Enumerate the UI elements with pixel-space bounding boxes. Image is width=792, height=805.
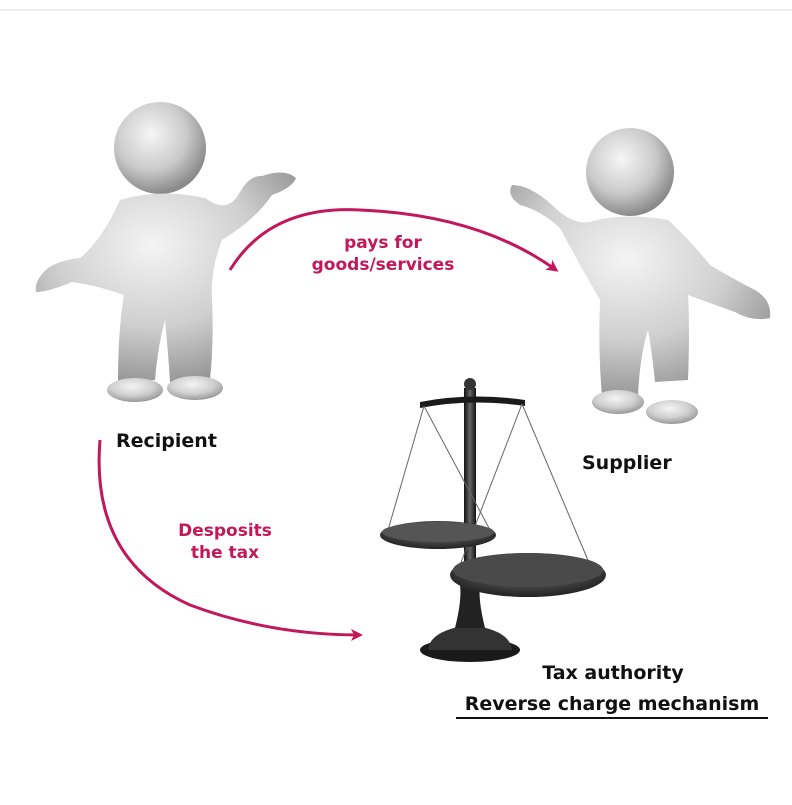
deposit-arrow: [97, 439, 363, 641]
deposit-flow-label: Desposits the tax: [150, 520, 300, 564]
payment-flow-label: pays for goods/services: [268, 232, 498, 276]
tax-authority-label: Tax authority: [542, 662, 684, 684]
scales-of-justice-icon: [380, 378, 606, 662]
payment-arrow: [228, 208, 559, 272]
deposit-flow-line2: the tax: [190, 543, 260, 563]
payment-flow-line2: goods/services: [311, 255, 455, 275]
supplier-figure: [510, 128, 771, 424]
recipient-figure: [35, 102, 296, 402]
deposit-flow-line1: Desposits: [178, 521, 272, 541]
reverse-charge-title: Reverse charge mechanism: [456, 693, 768, 719]
payment-flow-line1: pays for: [344, 233, 422, 253]
recipient-label: Recipient: [116, 430, 217, 452]
supplier-label: Supplier: [582, 452, 672, 474]
